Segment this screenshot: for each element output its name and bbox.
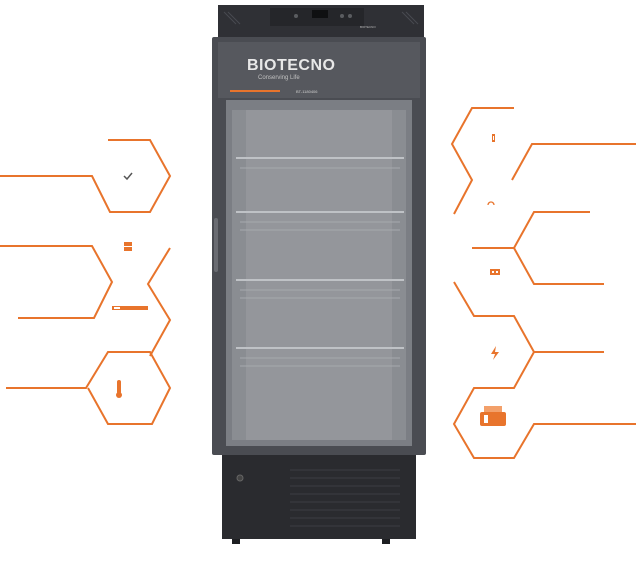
brand-logo: BIOTECNO xyxy=(247,57,336,74)
door-lock-icon xyxy=(117,236,139,258)
right-callout-lines xyxy=(450,107,636,459)
panel-brand-mark: BIOTECNO xyxy=(360,25,376,29)
check-icon xyxy=(117,165,139,187)
left-callout-lines xyxy=(0,139,172,425)
power-lightning-icon xyxy=(484,342,506,364)
arc-icon xyxy=(480,191,502,213)
brand-tagline: Conserving Life xyxy=(258,75,300,81)
refrigerator xyxy=(212,5,426,544)
battery-icon xyxy=(476,404,510,434)
indicator-icon xyxy=(482,128,504,150)
control-panel-icon xyxy=(484,262,506,284)
display-bar-icon xyxy=(110,297,150,319)
model-number: BT-1180406 xyxy=(296,89,318,94)
thermometer-icon xyxy=(108,378,130,400)
